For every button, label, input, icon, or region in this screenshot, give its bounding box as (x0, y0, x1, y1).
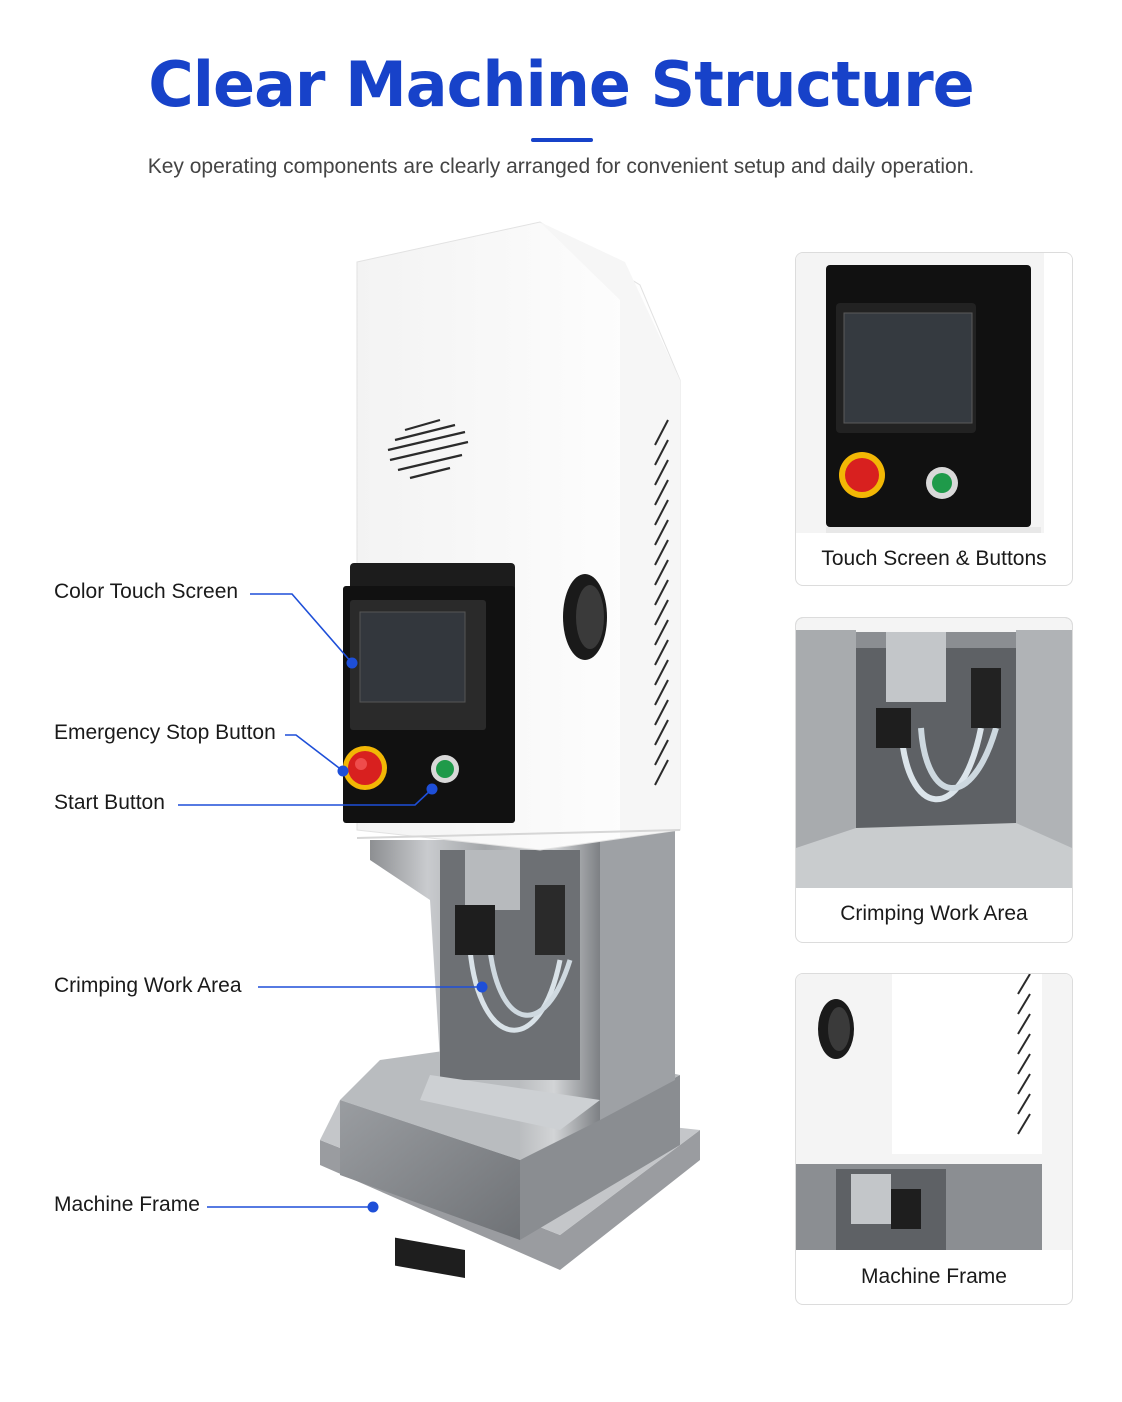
detail-panel-machine-frame: Machine Frame (795, 973, 1073, 1305)
detail-panel-crimping-area: Crimping Work Area (795, 617, 1073, 943)
callout-crimping-work-area: Crimping Work Area (54, 974, 242, 997)
panel-caption-touch-screen: Touch Screen & Buttons (821, 547, 1047, 570)
crimping-area-closeup (796, 618, 1072, 888)
machine-frame-closeup (796, 974, 1072, 1250)
page-subtitle: Key operating components are clearly arr… (147, 155, 975, 178)
panel-caption-crimping-area: Crimping Work Area (840, 902, 1028, 925)
callout-color-touch-screen: Color Touch Screen (54, 580, 239, 603)
machine-illustration (320, 221, 700, 1278)
page-title: Clear Machine Structure (148, 48, 974, 121)
callout-emergency-stop-button: Emergency Stop Button (54, 721, 276, 744)
callout-start-button: Start Button (54, 791, 165, 814)
callout-machine-frame: Machine Frame (54, 1193, 200, 1216)
touch-screen-closeup (796, 253, 1072, 533)
panel-caption-machine-frame: Machine Frame (861, 1265, 1007, 1288)
detail-panel-touch-screen: Touch Screen & Buttons (795, 252, 1073, 586)
title-underline (531, 138, 593, 142)
